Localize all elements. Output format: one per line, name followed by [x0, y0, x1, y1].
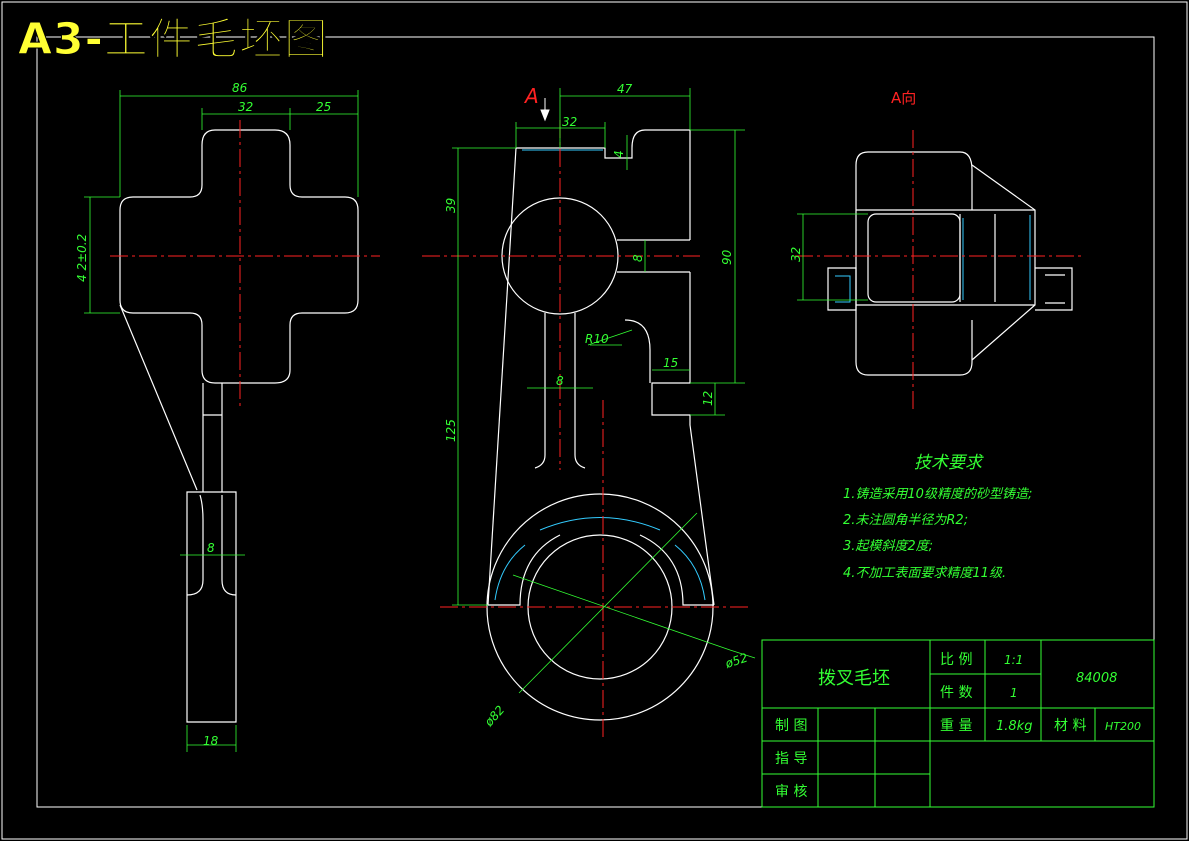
tech-item-1: 1.铸造采用10级精度的砂型铸造;	[843, 487, 1032, 502]
dim-hub-height: 4 2±0.2	[75, 234, 89, 282]
dim-slot-depth: 4	[612, 150, 626, 158]
weight-value: 1.8kg	[996, 719, 1032, 734]
dim-total-height: 90	[720, 249, 734, 265]
title-block-grid	[761, 639, 1155, 808]
dim-upper-height: 39	[444, 198, 458, 213]
dim-a-height: 32	[789, 247, 803, 262]
drawing-title: A3-工件毛坯图	[18, 14, 329, 65]
a-view-centerlines	[795, 130, 1085, 412]
side-view	[119, 129, 359, 723]
a-view-dimensions	[797, 213, 868, 301]
tech-item-4: 4.不加工表面要求精度11级.	[843, 566, 1006, 581]
material-value: HT200	[1105, 720, 1141, 733]
front-view-dimensions	[452, 88, 756, 694]
qty-value: 1	[1010, 686, 1018, 700]
a-view	[827, 151, 1073, 376]
dim-inner-dia: ø52	[723, 651, 750, 672]
view-label-a-direction: A向	[891, 89, 916, 107]
tech-item-3: 3.起模斜度2度;	[843, 539, 933, 554]
dim-slot-width: 32	[562, 115, 577, 129]
weight-label: 重 量	[940, 718, 972, 734]
tech-heading: 技术要求	[914, 453, 984, 473]
side-view-centerlines	[110, 120, 380, 410]
front-view	[486, 129, 715, 721]
dim-top-width: 47	[617, 82, 633, 96]
dim-hub-width: 32	[238, 100, 253, 114]
material-label: 材 料	[1054, 718, 1086, 734]
guide-label: 指 导	[775, 751, 807, 767]
dim-fillet: R10	[585, 332, 609, 346]
a-view-hidden	[835, 215, 1031, 303]
dim-side-rib: 8	[207, 541, 215, 555]
qty-label: 件 数	[940, 685, 972, 701]
dim-hole: 8	[631, 254, 645, 262]
dim-step-height: 12	[701, 391, 715, 406]
scale-value: 1:1	[1004, 653, 1023, 667]
inner-border	[36, 36, 1155, 808]
dim-foot: 18	[203, 734, 219, 748]
view-label-a: A	[523, 84, 539, 108]
dim-front-rib: 8	[556, 374, 564, 388]
review-label: 审 核	[775, 784, 807, 800]
front-view-centerlines	[422, 120, 748, 740]
front-view-hidden	[494, 149, 706, 601]
drawing-no: 84008	[1076, 671, 1117, 686]
dim-lower-height: 125	[444, 419, 458, 442]
dim-boss-width: 25	[316, 100, 331, 114]
tech-item-2: 2.未注圆角半径为R2;	[843, 513, 968, 528]
dim-outer-dia: ø82	[481, 703, 507, 730]
dim-step-width: 15	[663, 356, 678, 370]
side-view-dimensions	[84, 90, 359, 752]
part-name: 拨叉毛坯	[818, 668, 890, 689]
dim-total-width: 86	[232, 81, 248, 95]
scale-label: 比 例	[940, 652, 972, 668]
drawn-label: 制 图	[775, 718, 807, 734]
view-arrow	[540, 98, 550, 122]
